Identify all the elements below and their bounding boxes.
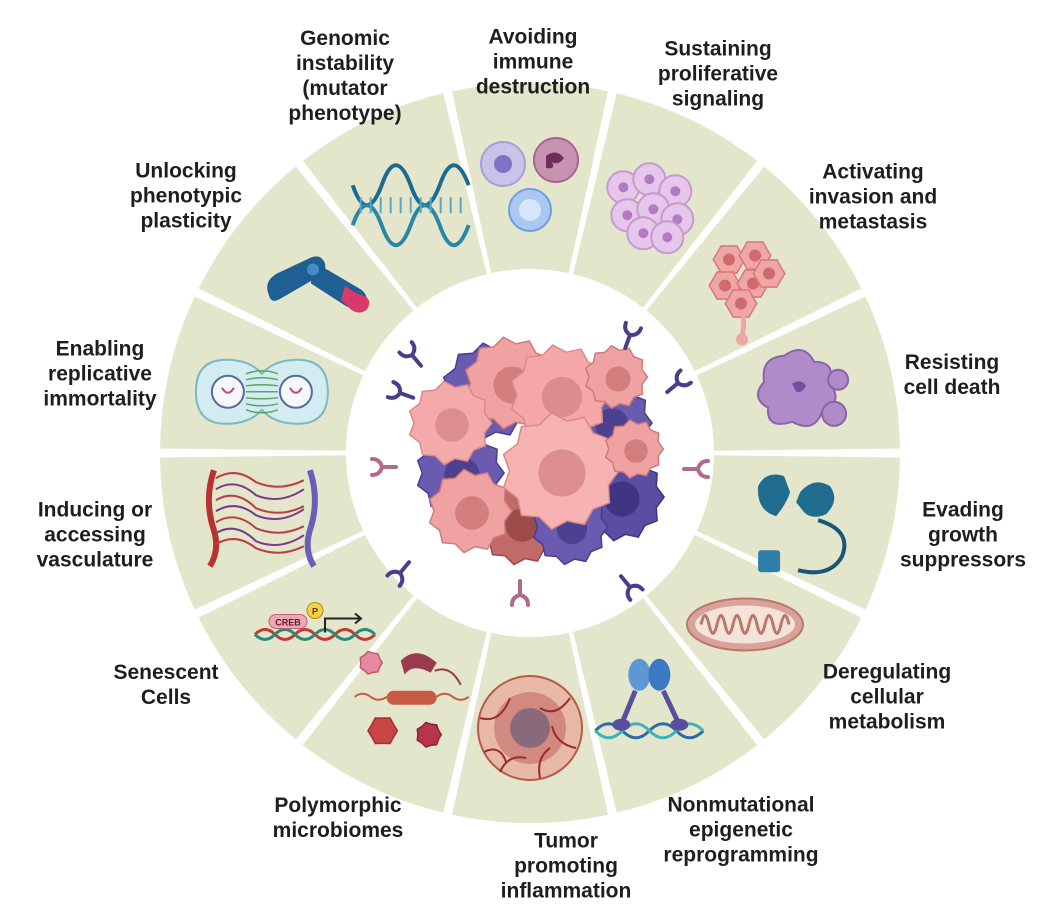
wheel-segment [198,534,414,740]
hallmark-label: Nonmutational epigenetic reprogramming [663,793,819,867]
hallmark-label: Deregulating cellular metabolism [822,660,952,734]
tumor-cell [428,468,513,554]
hallmark-label: Senescent Cells [113,661,219,709]
immune-cells-icon [480,137,579,232]
blood-vessels-icon [205,469,318,568]
epigenetic-dna-icon [594,658,705,740]
hallmark-label: Unlocking phenotypic plasticity [129,159,243,233]
growth-suppressor-icon [757,474,847,575]
hallmark-label: Avoiding immune destruction [475,25,591,99]
hallmark-label: Evading growth suppressors [899,498,1027,572]
dividing-cell-icon [194,358,329,425]
apoptotic-cell-icon [757,349,850,428]
receptor-icon [370,457,398,477]
wheel-segment [302,93,487,308]
creb-badge-text: CREB [275,617,301,627]
wheel-segment [302,598,487,813]
receptor-icon [385,380,416,400]
receptor-icon [397,340,423,368]
tumor-cell [408,380,493,466]
inflamed-tumor-icon [477,675,583,781]
receptor-icon [619,574,645,602]
chromosome-icon [267,256,370,313]
receptor-icon [510,579,530,607]
segment-icons: CREB P [194,137,850,781]
hallmark-label: Genomic instability (mutator phenotype) [288,27,402,125]
tumor-mass-icon [370,320,710,607]
hallmark-label: Sustaining proliferative signaling [657,37,779,111]
receptor-icon [385,560,411,588]
phospho-badge-text: P [312,606,318,616]
metastasis-cluster-icon [708,241,786,346]
microbes-icon [354,650,470,748]
hallmark-label: Inducing or accessing vasculature [36,498,154,572]
dna-helix-icon [350,163,471,247]
hallmark-label: Resisting cell death [903,351,1001,399]
hallmark-label: Activating invasion and metastasis [808,160,938,234]
receptor-icon [682,459,710,479]
tumor-cell [604,418,665,480]
hallmark-label: Polymorphic microbiomes [272,794,404,842]
wheel-segment [452,83,608,274]
hallmark-label: Tumor promoting inflammation [500,829,632,903]
tumor-cell [502,411,620,531]
tumor-cell [584,344,649,410]
hallmark-label: Enabling replicative immortality [43,337,157,411]
creb-gene-icon: CREB P [253,601,377,641]
wheel-segment [573,598,758,813]
proliferating-cells-icon [606,162,695,255]
receptor-icon [665,368,693,394]
wheel-segment [696,455,900,610]
mitochondrion-icon [686,597,805,652]
receptor-icon [623,320,643,351]
